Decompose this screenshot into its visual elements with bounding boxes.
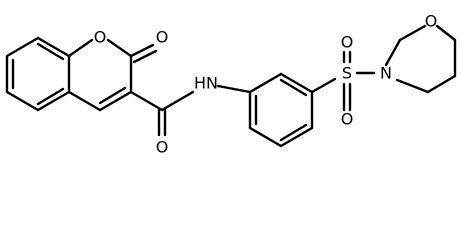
bond <box>248 72 283 94</box>
bond <box>279 78 308 97</box>
bond <box>36 42 65 61</box>
amide-nitrogen-label: N <box>206 74 218 93</box>
bond <box>132 49 158 64</box>
bond <box>216 84 252 94</box>
bond <box>5 36 40 58</box>
sulfur-label: S <box>342 64 352 83</box>
bond <box>435 24 457 42</box>
bond <box>426 74 457 94</box>
bond <box>129 90 164 112</box>
morpholine-oxygen-label: O <box>425 12 438 31</box>
bond <box>67 38 94 58</box>
bond <box>36 36 71 58</box>
bond <box>395 78 430 94</box>
ring-oxygen-label: O <box>94 28 107 47</box>
bond <box>98 90 133 112</box>
bond <box>98 86 127 105</box>
amide-hydrogen-label: H <box>194 74 206 93</box>
lactone-carbonyl-oxygen-label: O <box>156 28 169 47</box>
atom-labels: O O O H N S O O N O <box>94 12 438 157</box>
bond <box>279 123 308 142</box>
bond <box>129 43 155 58</box>
bond <box>384 38 402 67</box>
morpholine-nitrogen-label: N <box>380 64 392 83</box>
bond-lines <box>5 24 457 148</box>
bond <box>310 77 337 94</box>
bond <box>36 87 65 106</box>
bond <box>248 126 283 148</box>
chemical-structure-diagram: O O O H N S O O N O <box>5 12 457 157</box>
amide-oxygen-label: O <box>156 138 169 157</box>
bond <box>279 72 314 94</box>
sulfonyl-oxygen-bottom-label: O <box>341 110 354 129</box>
bond <box>5 90 40 112</box>
bond <box>67 90 102 112</box>
bond <box>36 90 71 112</box>
sulfonyl-oxygen-top-label: O <box>341 33 354 52</box>
bond <box>106 38 133 58</box>
bond <box>279 126 314 148</box>
bond <box>398 24 427 42</box>
bond <box>160 90 195 112</box>
